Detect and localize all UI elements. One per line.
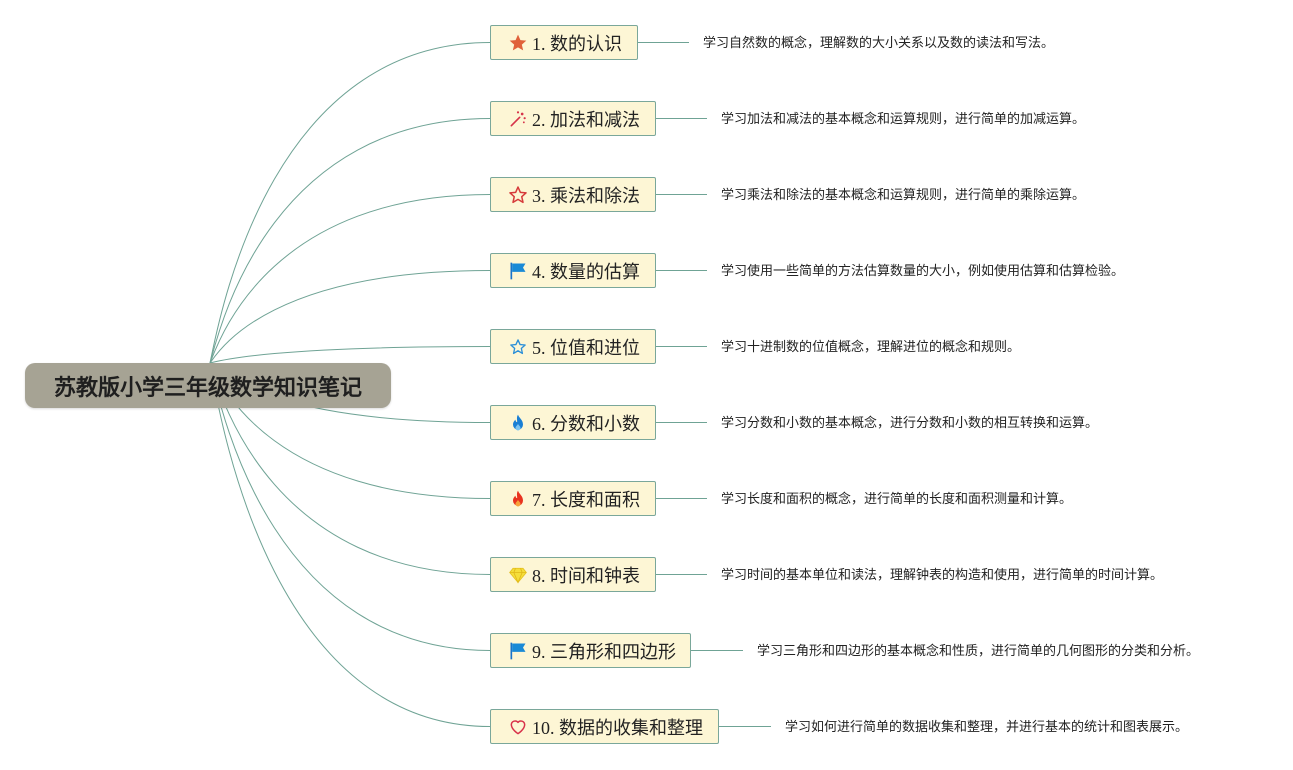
topic-5-label: 5. 位值和进位: [532, 337, 640, 358]
flame-red-icon: [507, 488, 529, 510]
topic-1-description: 学习自然数的概念，理解数的大小关系以及数的读法和写法。: [703, 36, 1055, 51]
topic-4-description: 学习使用一些简单的方法估算数量的大小，例如使用估算和估算检验。: [721, 264, 1125, 279]
flag-blue-icon: [507, 640, 529, 662]
topic-8-node[interactable]: 8. 时间和钟表: [490, 557, 656, 592]
connector-root-to-topic-3: [209, 194, 491, 364]
topic-5-node[interactable]: 5. 位值和进位: [490, 329, 656, 364]
connector-root-to-topic-2: [209, 118, 491, 364]
topic-5-description: 学习十进制数的位值概念，理解进位的概念和规则。: [721, 340, 1021, 355]
topic-10-node[interactable]: 10. 数据的收集和整理: [490, 709, 719, 744]
flag-blue-icon: [507, 260, 529, 282]
topic-3-description: 学习乘法和除法的基本概念和运算规则，进行简单的乘除运算。: [721, 188, 1086, 203]
topic-2-node[interactable]: 2. 加法和减法: [490, 101, 656, 136]
topic-6-label: 6. 分数和小数: [532, 413, 640, 434]
root-topic[interactable]: 苏教版小学三年级数学知识笔记: [25, 363, 391, 408]
connector-root-to-topic-5: [209, 346, 491, 364]
topic-8-description: 学习时间的基本单位和读法，理解钟表的构造和使用，进行简单的时间计算。: [721, 568, 1164, 583]
topic-3-label: 3. 乘法和除法: [532, 185, 640, 206]
root-topic-label: 苏教版小学三年级数学知识笔记: [53, 375, 362, 401]
diamond-icon: [507, 564, 529, 586]
flame-blue-icon: [507, 412, 529, 434]
topic-1-node[interactable]: 1. 数的认识: [490, 25, 638, 60]
connector-root-to-topic-10: [209, 362, 491, 727]
topic-10-description: 学习如何进行简单的数据收集和整理，并进行基本的统计和图表展示。: [785, 720, 1189, 735]
heart-outline-icon: [507, 716, 529, 738]
topic-2-label: 2. 加法和减法: [532, 109, 640, 130]
topic-7-node[interactable]: 7. 长度和面积: [490, 481, 656, 516]
topic-7-description: 学习长度和面积的概念，进行简单的长度和面积测量和计算。: [721, 492, 1073, 507]
topic-10-label: 10. 数据的收集和整理: [532, 717, 703, 738]
topic-7-label: 7. 长度和面积: [532, 489, 640, 510]
star-outline-red-icon: [507, 184, 529, 206]
topic-6-node[interactable]: 6. 分数和小数: [490, 405, 656, 440]
sparkle-wand-icon: [507, 108, 529, 130]
topic-9-label: 9. 三角形和四边形: [532, 641, 676, 662]
connector-root-to-topic-4: [209, 270, 491, 364]
star-filled-icon: [507, 32, 529, 54]
topic-2-description: 学习加法和减法的基本概念和运算规则，进行简单的加减运算。: [721, 112, 1086, 127]
star-outline-blue-icon: [507, 336, 529, 358]
topic-4-label: 4. 数量的估算: [532, 261, 640, 282]
topic-8-label: 8. 时间和钟表: [532, 565, 640, 586]
topic-3-node[interactable]: 3. 乘法和除法: [490, 177, 656, 212]
connector-root-to-topic-1: [209, 42, 491, 364]
topic-1-label: 1. 数的认识: [532, 33, 622, 54]
topic-9-description: 学习三角形和四边形的基本概念和性质，进行简单的几何图形的分类和分析。: [757, 644, 1200, 659]
topic-9-node[interactable]: 9. 三角形和四边形: [490, 633, 691, 668]
topic-4-node[interactable]: 4. 数量的估算: [490, 253, 656, 288]
topic-6-description: 学习分数和小数的基本概念，进行分数和小数的相互转换和运算。: [721, 416, 1099, 431]
